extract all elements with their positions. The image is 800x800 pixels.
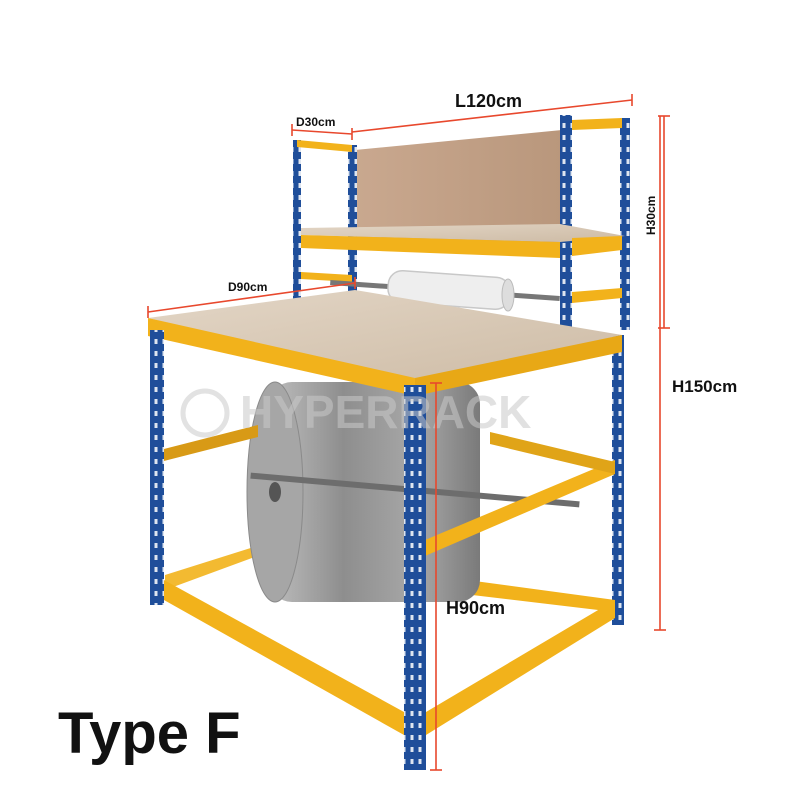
upper-shelf-beam [301,235,560,258]
upper-shelf-beam-side [572,236,622,256]
upper-lower-beam-right [572,288,622,303]
upper-shelf-unit [293,115,630,335]
leg-rear-right [612,335,624,625]
upright-left-rear [293,140,301,305]
dim-label-total-height: H150cm [672,377,737,396]
back-board [355,130,562,250]
dimension-lines [147,94,670,771]
dim-label-length: L120cm [455,91,522,111]
bench-front-beam-left [148,318,415,396]
upper-shelf-board [301,224,625,242]
dim-label-top-depth: D30cm [296,115,335,129]
mid-beam-left [160,425,258,462]
upright-right-front [560,115,572,335]
upright-left-front [348,145,357,295]
upper-lower-beam [301,272,352,282]
upright-right-rear [620,118,630,330]
leg-front-right [404,385,426,770]
bottom-beam-left [164,580,404,735]
dim-label-depth: D90cm [228,280,267,294]
type-label: Type F [58,701,241,766]
rear-lower-beam [165,545,430,590]
top-beam-right [572,118,622,130]
stretch-film-roll [387,269,515,312]
bench-top-board [148,290,622,382]
dim-label-upper-height: H30cm [644,196,658,235]
bench-front-beam-right [415,335,622,396]
mid-beam-right [490,432,615,474]
top-beam-left [297,140,352,152]
dim-label-bench-height: H90cm [446,598,505,618]
bottom-beam-right [426,600,615,735]
leg-front-left [150,330,164,605]
main-bench [148,290,624,770]
mid-beam-front [425,460,615,556]
svg-text:HYPERRACK: HYPERRACK [240,386,531,438]
watermark: HYPERRACK [180,386,531,438]
